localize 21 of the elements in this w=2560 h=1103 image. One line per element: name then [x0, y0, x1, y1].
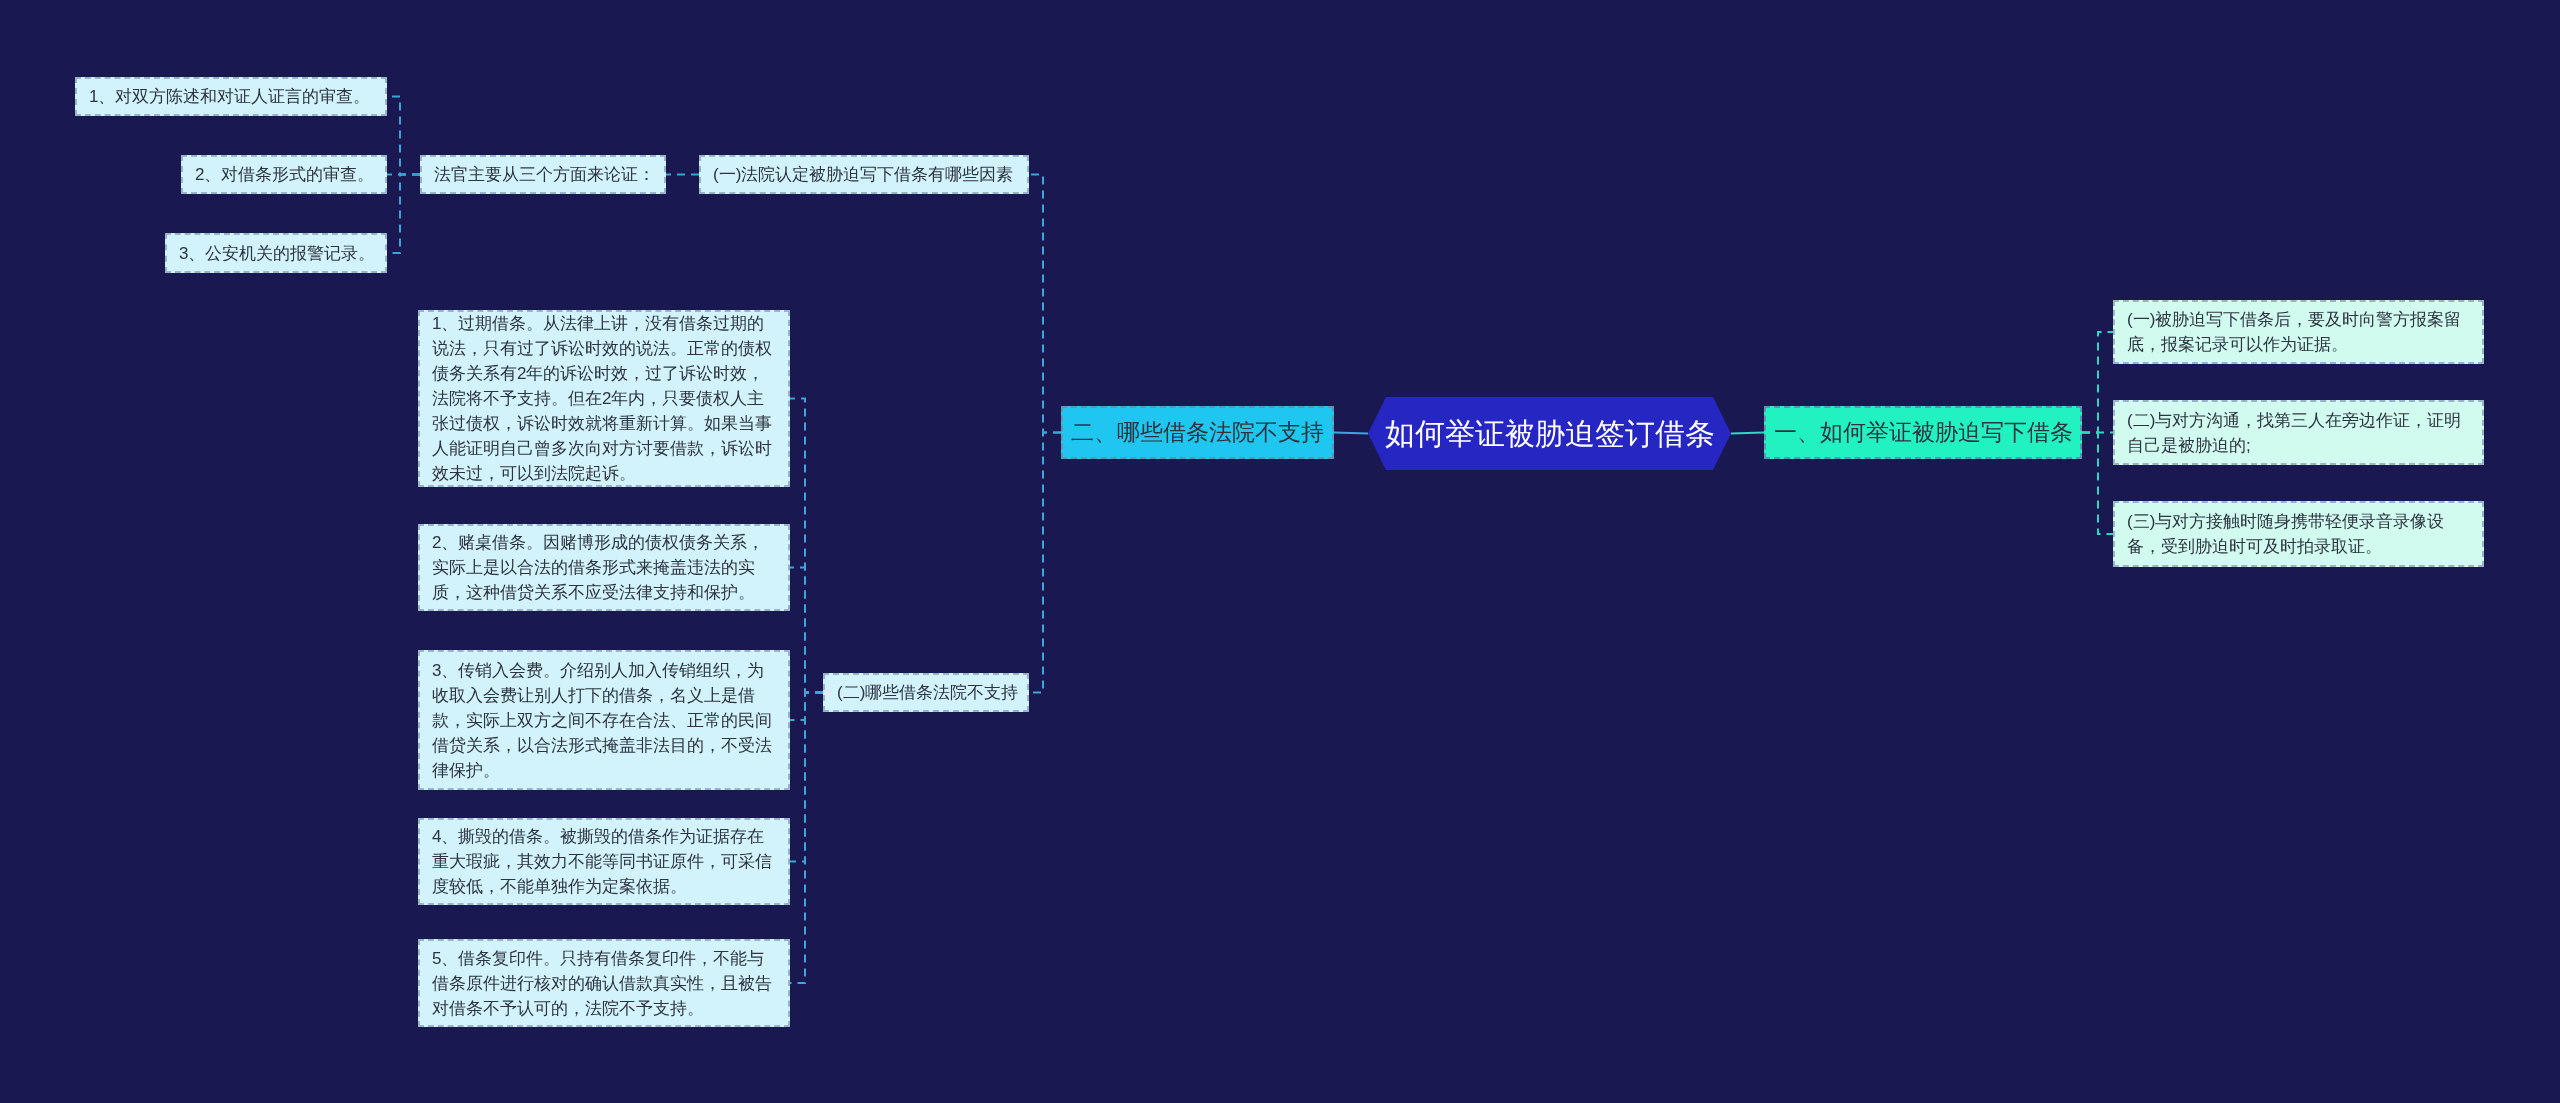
- topic-box: 二、哪些借条法院不支持: [1061, 406, 1334, 459]
- central-topic-hexagon: 如何举证被胁迫签订借条: [1368, 397, 1731, 470]
- topic-box: (一)法院认定被胁迫写下借条有哪些因素: [699, 155, 1029, 194]
- connector-line: [1730, 431, 1765, 435]
- topic-box: 4、撕毁的借条。被撕毁的借条作为证据存在重大瑕疵，其效力不能等同书证原件，可采信度较低，不能单独作为定案依据。: [418, 818, 790, 905]
- connector-line: [665, 173, 700, 176]
- topic-box: 5、借条复印件。只持有借条复印件，不能与借条原件进行核对的确认借款真实性，且被告对借条不予认可的，法院不予支持。: [418, 939, 790, 1027]
- topic-box: 1、对双方陈述和对证人证言的审查。: [75, 77, 387, 116]
- topic-box: 1、过期借条。从法律上讲，没有借条过期的说法，只有过了诉讼时效的说法。正常的债权债务关系有2年的诉讼时效，过了诉讼时效，法院将不予支持。但在2年内，只要债权人主张过债权，诉讼时效就将重新计算。如果当事人能证明自己曾多次向对方讨要借款，诉讼时效未过，可以到法院起诉。: [418, 310, 790, 487]
- topic-box: 2、赌桌借条。因赌博形成的债权债务关系，实际上是以合法的借条形式来掩盖违法的实质，这种借贷关系不应受法律支持和保护。: [418, 524, 790, 611]
- topic-box: (二)与对方沟通，找第三人在旁边作证，证明自己是被胁迫的;: [2113, 400, 2484, 465]
- topic-box: 法官主要从三个方面来论证：: [420, 155, 666, 194]
- topic-box: 2、对借条形式的审查。: [181, 155, 387, 194]
- topic-box: 3、公安机关的报警记录。: [165, 233, 387, 273]
- topic-box: (二)哪些借条法院不支持: [823, 673, 1029, 712]
- topic-box: 一、如何举证被胁迫写下借条: [1764, 406, 2082, 459]
- topic-box: 3、传销入会费。介绍别人加入传销组织，为收取入会费让别人打下的借条，名义上是借款，实际上双方之间不存在合法、正常的民间借贷关系，以合法形式掩盖非法目的，不受法律保护。: [418, 650, 790, 790]
- topic-box: (三)与对方接触时随身携带轻便录音录像设备，受到胁迫时可及时拍录取证。: [2113, 501, 2484, 567]
- connector-line: [1333, 431, 1369, 435]
- connector-line: [2081, 431, 2114, 535]
- topic-box: (一)被胁迫写下借条后，要及时向警方报案留底，报案记录可以作为证据。: [2113, 300, 2484, 364]
